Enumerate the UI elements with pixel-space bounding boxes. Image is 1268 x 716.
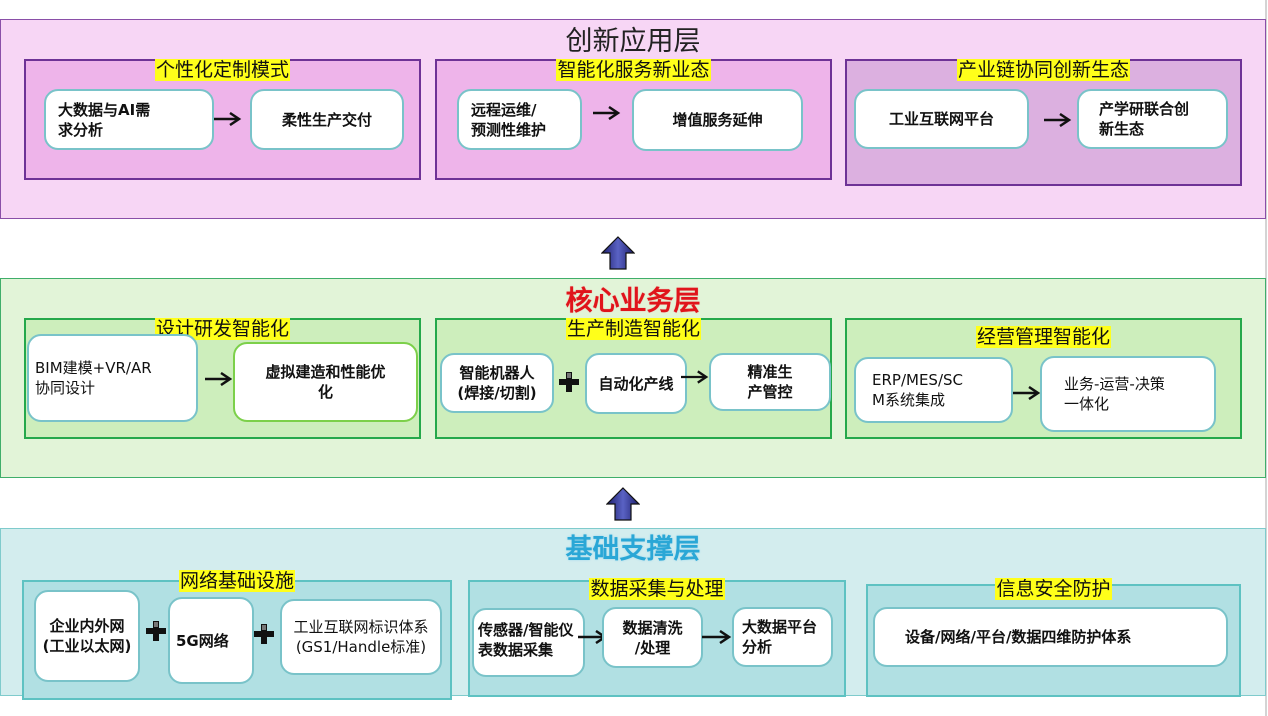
group-title: 数据采集与处理 — [589, 578, 725, 600]
node-enterprise-network: 企业内外网 (工业以太网) — [34, 590, 140, 682]
up-arrow-icon — [601, 236, 635, 270]
node-5g-network: 5G网络 — [168, 597, 254, 684]
node-big-data-ai-analysis: 大数据与AI需 求分析 — [44, 89, 214, 150]
group-title: 信息安全防护 — [995, 578, 1112, 600]
group-title: 生产制造智能化 — [565, 318, 701, 340]
node-business-operation-decision: 业务-运营-决策 一体化 — [1040, 356, 1216, 432]
group-title: 网络基础设施 — [178, 570, 295, 592]
plus-icon — [146, 621, 166, 641]
node-industry-academia-research: 产学研联合创 新生态 — [1077, 89, 1228, 149]
node-smart-robot: 智能机器人 (焊接/切割) — [440, 353, 554, 413]
right-arrow-icon — [205, 372, 233, 386]
up-arrow-icon — [606, 487, 640, 521]
right-arrow-icon — [593, 106, 621, 120]
right-arrow-icon — [681, 370, 709, 384]
plus-icon — [559, 372, 579, 392]
node-value-added-service: 增值服务延伸 — [632, 89, 803, 151]
group-title: 产业链协同创新生态 — [956, 59, 1130, 81]
node-flexible-production: 柔性生产交付 — [250, 89, 404, 150]
node-precise-production-control: 精准生 产管控 — [709, 353, 831, 411]
right-arrow-icon — [1044, 113, 1072, 127]
group-title: 个性化定制模式 — [154, 59, 290, 81]
node-bim-vr-ar-design: BIM建模+VR/AR 协同设计 — [27, 334, 198, 422]
node-automated-line: 自动化产线 — [585, 353, 687, 414]
group-title: 智能化服务新业态 — [556, 59, 711, 81]
node-remote-maintenance: 远程运维/ 预测性维护 — [457, 89, 582, 150]
node-four-dimension-protection: 设备/网络/平台/数据四维防护体系 — [873, 607, 1228, 667]
plus-icon — [254, 624, 274, 644]
page-edge-divider — [1265, 0, 1267, 716]
node-erp-mes-scm: ERP/MES/SC M系统集成 — [854, 357, 1013, 423]
node-industrial-id-system: 工业互联网标识体系 (GS1/Handle标准) — [280, 599, 442, 675]
layer-title: 创新应用层 — [565, 26, 701, 57]
node-sensor-data-collection: 传感器/智能仪 表数据采集 — [472, 608, 585, 677]
right-arrow-icon — [1013, 386, 1041, 400]
node-industrial-internet-platform: 工业互联网平台 — [854, 89, 1029, 149]
node-big-data-platform: 大数据平台 分析 — [732, 607, 833, 667]
node-virtual-construction: 虚拟建造和性能优 化 — [233, 342, 418, 422]
node-data-cleaning: 数据清洗 /处理 — [602, 607, 703, 668]
group-title: 经营管理智能化 — [975, 326, 1111, 348]
right-arrow-icon — [702, 630, 732, 644]
right-arrow-icon — [214, 112, 242, 126]
layer-title: 基础支撑层 — [565, 534, 701, 565]
layer-title: 核心业务层 — [565, 286, 701, 317]
